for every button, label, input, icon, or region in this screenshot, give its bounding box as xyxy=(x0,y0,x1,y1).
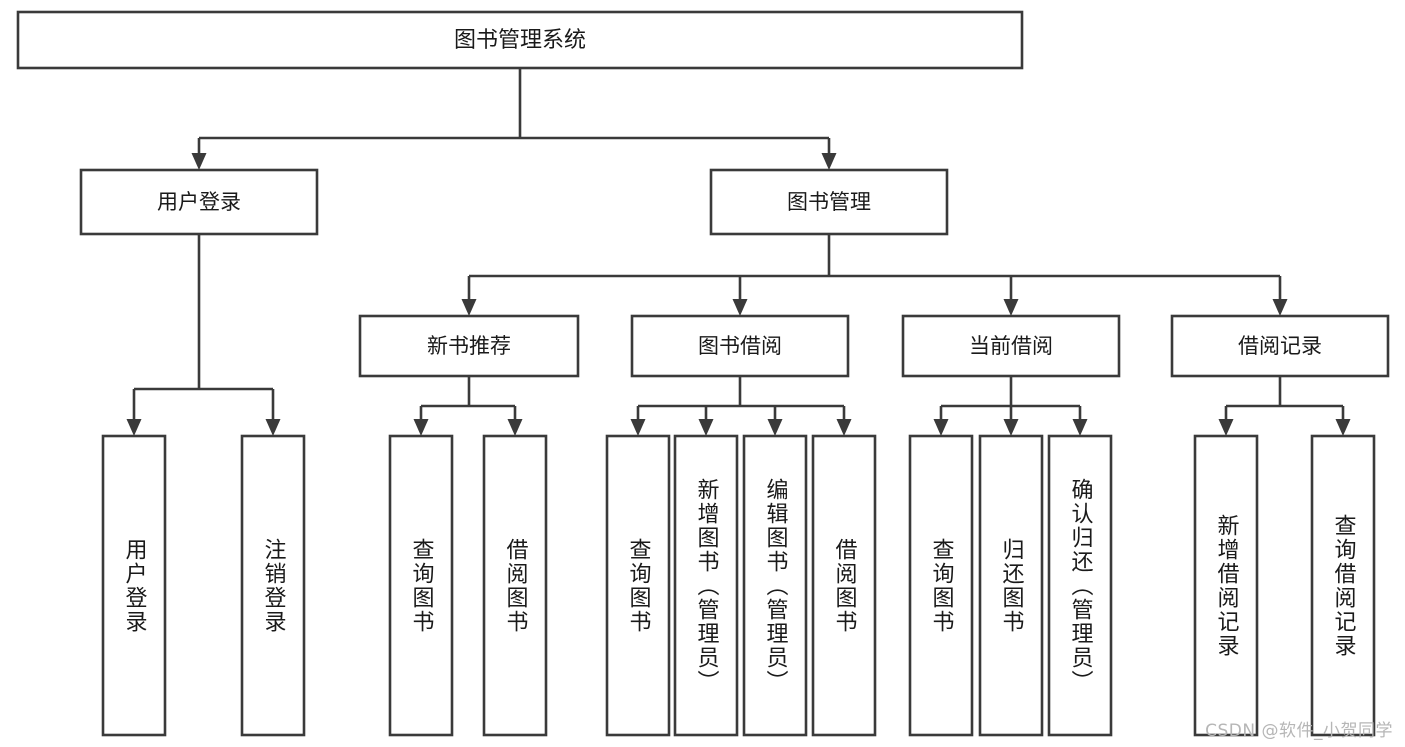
node-box-leaf-borrow-book-recommend[interactable] xyxy=(482,434,548,737)
node-current-borrow[interactable]: 当前借阅 xyxy=(901,314,1121,378)
node-user-login[interactable]: 用户登录 xyxy=(79,168,319,236)
arrow-head-icon xyxy=(836,419,852,436)
arrow-head-icon xyxy=(461,299,477,316)
arrow-head-icon xyxy=(1218,419,1234,436)
node-box-leaf-user-login[interactable] xyxy=(101,434,167,737)
node-leaf-borrow-book-recommend[interactable] xyxy=(482,434,548,737)
arrow-head-icon xyxy=(507,419,523,436)
node-box-borrow-record[interactable] xyxy=(1170,314,1390,378)
arrow-head-icon xyxy=(191,153,207,170)
arrow-head-icon xyxy=(630,419,646,436)
node-leaf-logout-login[interactable] xyxy=(240,434,306,737)
node-leaf-query-borrow-record[interactable] xyxy=(1310,434,1376,737)
node-box-leaf-add-book-admin[interactable] xyxy=(673,434,739,737)
node-leaf-query-book-borrow[interactable] xyxy=(605,434,671,737)
node-box-book-management[interactable] xyxy=(709,168,949,236)
node-box-leaf-add-borrow-record[interactable] xyxy=(1193,434,1259,737)
connector-group-borrow-record-to-leaves xyxy=(1218,376,1351,436)
node-leaf-user-login[interactable] xyxy=(101,434,167,737)
node-box-leaf-query-book-current[interactable] xyxy=(908,434,974,737)
arrow-head-icon xyxy=(698,419,714,436)
node-box-leaf-query-book-borrow[interactable] xyxy=(605,434,671,737)
connectors-layer xyxy=(126,68,1351,436)
arrow-head-icon xyxy=(1003,299,1019,316)
node-label-book-borrow: 图书借阅 xyxy=(698,334,782,358)
node-box-book-borrow[interactable] xyxy=(630,314,850,378)
arrow-head-icon xyxy=(1335,419,1351,436)
connector-group-new-book-recommend-to-leaves xyxy=(413,376,523,436)
arrow-head-icon xyxy=(1072,419,1088,436)
node-label-book-management: 图书管理 xyxy=(787,190,871,214)
node-leaf-add-book-admin[interactable] xyxy=(673,434,739,737)
node-box-new-book-recommend[interactable] xyxy=(358,314,580,378)
node-label-new-book-recommend: 新书推荐 xyxy=(427,334,511,358)
node-root[interactable]: 图书管理系统 xyxy=(16,10,1024,70)
arrow-head-icon xyxy=(732,299,748,316)
connector-group-current-borrow-to-leaves xyxy=(933,376,1088,436)
arrow-head-icon xyxy=(413,419,429,436)
connector-group-book-borrow-to-leaves xyxy=(630,376,852,436)
arrow-head-icon xyxy=(933,419,949,436)
node-box-user-login[interactable] xyxy=(79,168,319,236)
arrow-head-icon xyxy=(821,153,837,170)
connector-group-user-login-to-leaves xyxy=(126,234,281,436)
node-box-leaf-confirm-return-admin[interactable] xyxy=(1047,434,1113,737)
node-leaf-edit-book-admin[interactable] xyxy=(742,434,808,737)
node-leaf-confirm-return-admin[interactable] xyxy=(1047,434,1113,737)
node-leaf-query-book-current[interactable] xyxy=(908,434,974,737)
node-borrow-record[interactable]: 借阅记录 xyxy=(1170,314,1390,378)
arrow-head-icon xyxy=(126,419,142,436)
node-leaf-return-book[interactable] xyxy=(978,434,1044,737)
arrow-head-icon xyxy=(265,419,281,436)
connector-group-root-to-level2 xyxy=(191,68,837,170)
node-box-leaf-edit-book-admin[interactable] xyxy=(742,434,808,737)
node-label-root: 图书管理系统 xyxy=(454,28,586,53)
watermark-credit: CSDN @软件_小贺同学 xyxy=(1205,721,1393,741)
node-leaf-add-borrow-record[interactable] xyxy=(1193,434,1259,737)
node-label-user-login: 用户登录 xyxy=(157,190,241,214)
node-box-root[interactable] xyxy=(16,10,1024,70)
node-leaf-query-book-recommend[interactable] xyxy=(388,434,454,737)
node-leaf-borrow-book[interactable] xyxy=(811,434,877,737)
arrow-head-icon xyxy=(1003,419,1019,436)
connector-group-book-management-to-level3 xyxy=(461,234,1288,316)
node-book-management[interactable]: 图书管理 xyxy=(709,168,949,236)
node-label-current-borrow: 当前借阅 xyxy=(969,334,1053,358)
node-box-leaf-borrow-book[interactable] xyxy=(811,434,877,737)
arrow-head-icon xyxy=(1272,299,1288,316)
node-book-borrow[interactable]: 图书借阅 xyxy=(630,314,850,378)
node-box-leaf-query-borrow-record[interactable] xyxy=(1310,434,1376,737)
node-box-current-borrow[interactable] xyxy=(901,314,1121,378)
node-new-book-recommend[interactable]: 新书推荐 xyxy=(358,314,580,378)
node-box-leaf-query-book-recommend[interactable] xyxy=(388,434,454,737)
node-box-leaf-logout-login[interactable] xyxy=(240,434,306,737)
arrow-head-icon xyxy=(767,419,783,436)
node-box-leaf-return-book[interactable] xyxy=(978,434,1044,737)
node-label-borrow-record: 借阅记录 xyxy=(1238,334,1322,358)
